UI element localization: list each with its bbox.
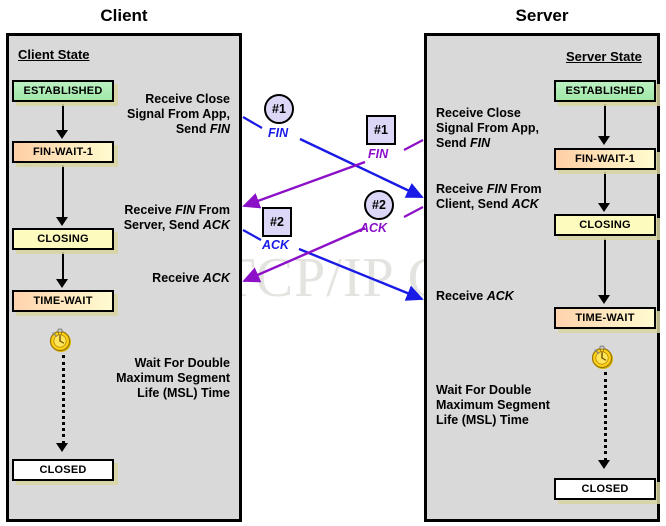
client-state-established: ESTABLISHED bbox=[12, 80, 114, 102]
server-title: Server bbox=[515, 6, 569, 25]
client-flow-arrowhead-2 bbox=[56, 217, 68, 226]
message-marker-client-fin[interactable]: #1 bbox=[264, 94, 294, 124]
server-state-established: ESTABLISHED bbox=[554, 80, 656, 102]
client-flow-arrowhead-3 bbox=[56, 279, 68, 288]
message-label-client-ack: ACK bbox=[262, 238, 290, 252]
server-flow-line-3 bbox=[604, 238, 606, 296]
server-msl-wait-line bbox=[604, 372, 607, 461]
message-marker-server-fin[interactable]: #1 bbox=[366, 115, 396, 145]
client-msl-wait-line bbox=[62, 355, 65, 444]
arrow-server-ack bbox=[242, 226, 366, 283]
server-flow-line-1 bbox=[604, 104, 606, 137]
server-state-fin-wait-1: FIN-WAIT-1 bbox=[554, 148, 656, 170]
server-state-closed: CLOSED bbox=[554, 478, 656, 500]
stopwatch-icon bbox=[49, 328, 71, 352]
client-flow-line-1 bbox=[62, 104, 64, 131]
client-note-receive-ack: Receive ACK bbox=[152, 271, 230, 285]
server-state-label: Server State bbox=[566, 49, 642, 64]
message-marker-client-ack[interactable]: #2 bbox=[262, 207, 292, 237]
client-flow-line-2 bbox=[62, 165, 64, 218]
arrow-client-fin-stub bbox=[242, 116, 263, 129]
client-state-closed: CLOSED bbox=[12, 459, 114, 481]
client-state-closing: CLOSING bbox=[12, 228, 114, 250]
stopwatch-icon bbox=[591, 345, 613, 369]
server-flow-arrowhead-2 bbox=[598, 203, 610, 212]
server-flow-line-2 bbox=[604, 172, 606, 204]
arrow-client-ack bbox=[298, 247, 424, 301]
arrow-server-fin bbox=[242, 160, 366, 209]
server-state-closing: CLOSING bbox=[554, 214, 656, 236]
message-label-client-fin: FIN bbox=[268, 126, 289, 140]
client-flow-line-3 bbox=[62, 252, 64, 280]
server-state-time-wait: TIME-WAIT bbox=[554, 307, 656, 329]
client-msl-wait-arrowhead bbox=[56, 443, 68, 452]
client-state-time-wait: TIME-WAIT bbox=[12, 290, 114, 312]
client-state-fin-wait-1: FIN-WAIT-1 bbox=[12, 141, 114, 163]
message-label-server-ack: ACK bbox=[360, 221, 388, 235]
arrow-server-ack-stub bbox=[403, 206, 424, 218]
client-flow-arrowhead-1 bbox=[56, 130, 68, 139]
client-title: Client bbox=[100, 6, 148, 25]
server-panel bbox=[424, 33, 660, 522]
arrow-client-fin bbox=[299, 137, 424, 199]
client-panel bbox=[6, 33, 242, 522]
arrow-client-ack-stub bbox=[242, 229, 262, 241]
server-msl-wait-arrowhead bbox=[598, 460, 610, 469]
client-state-label: Client State bbox=[18, 47, 90, 62]
arrow-server-fin-stub bbox=[403, 139, 424, 151]
message-marker-server-ack[interactable]: #2 bbox=[364, 190, 394, 220]
server-flow-arrowhead-3 bbox=[598, 295, 610, 304]
server-note-receive-ack: Receive ACK bbox=[436, 289, 514, 303]
message-label-server-fin: FIN bbox=[368, 147, 389, 161]
server-flow-arrowhead-1 bbox=[598, 136, 610, 145]
